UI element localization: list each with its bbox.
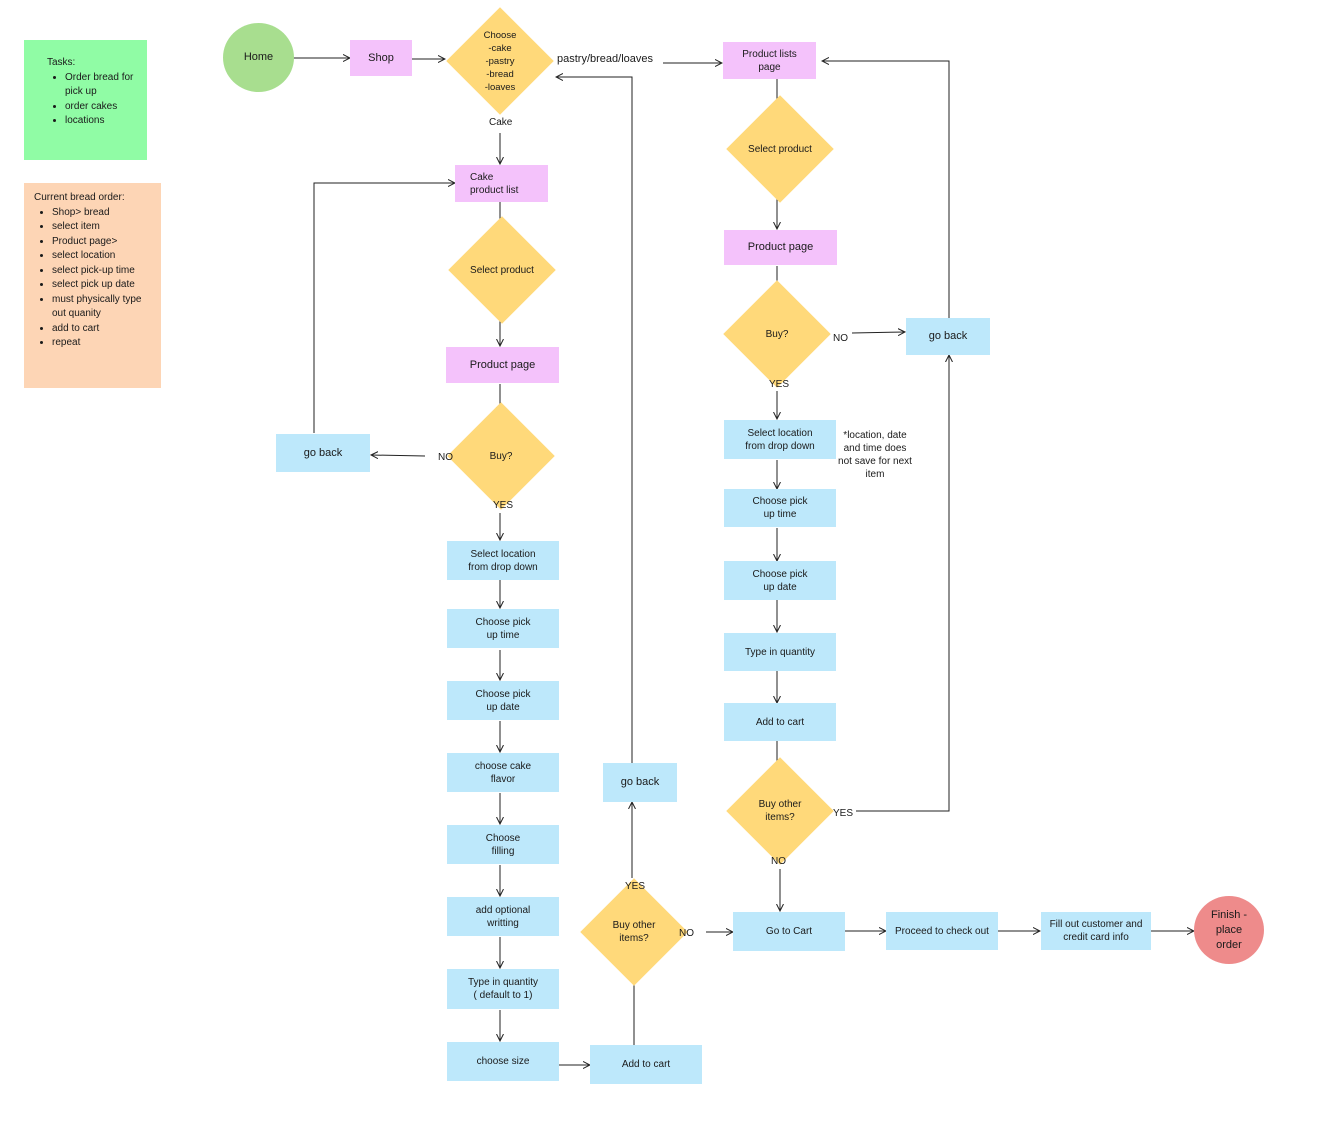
cake-writing-node: add optional writting [447, 897, 559, 936]
bread-add-to-cart-node: Add to cart [724, 703, 836, 741]
current-item: select location [52, 249, 151, 264]
cake-product-list-node: Cake product list [455, 165, 548, 202]
cake-buy-other-decision: Buy other items? [579, 877, 689, 987]
edge-breadgoback-list [822, 61, 950, 318]
cake-go-back-node: go back [276, 434, 370, 472]
current-item: Shop> bread [52, 206, 151, 221]
current-note-title: Current bread order: [34, 192, 125, 203]
tasks-list: Order bread for pick up order cakes loca… [47, 71, 137, 129]
finish-node-label: Finish - place order [1210, 908, 1248, 951]
cake-product-page-node: Product page [446, 347, 559, 383]
current-item: must physically type out quanity [52, 293, 151, 322]
cake-add-to-cart-node: Add to cart [590, 1045, 702, 1084]
edge-midgoback-choose [556, 77, 633, 763]
finish-node: Finish - place order [1194, 896, 1264, 964]
go-to-cart-node: Go to Cart [733, 912, 845, 951]
bread-select-location-node: Select location from drop down [724, 420, 836, 459]
tasks-item: locations [65, 114, 137, 129]
edge-bother-yes [856, 355, 949, 812]
current-item: Product page> [52, 235, 151, 250]
current-item: select pick up date [52, 278, 151, 293]
cake-other-yes-label: YES [625, 881, 646, 892]
current-item: select pick-up time [52, 264, 151, 279]
bread-product-page-node: Product page [724, 230, 837, 265]
home-node-label: Home [243, 51, 274, 63]
current-list: Shop> bread select item Product page> se… [34, 206, 151, 351]
bread-buy-no-label: NO [833, 333, 848, 344]
tasks-item: order cakes [65, 100, 137, 115]
cake-filling-node: Choose filling [447, 825, 559, 864]
bread-other-yes-label: YES [833, 808, 854, 819]
proceed-checkout-node: Proceed to check out [886, 912, 998, 950]
tasks-note: Tasks: Order bread for pick up order cak… [24, 40, 147, 160]
pastry-bread-loaves-label: pastry/bread/loaves [557, 53, 653, 65]
bread-product-lists-node: Product lists page [723, 42, 816, 79]
cake-size-node: choose size [447, 1042, 559, 1081]
footnote-label: *location, date and time does not save f… [838, 430, 912, 480]
bread-select-product-decision: Select product [725, 94, 835, 204]
cake-buy-decision: Buy? [446, 401, 556, 511]
shop-node: Shop [350, 40, 412, 76]
bread-pickup-date-node: Choose pick up date [724, 561, 836, 600]
cake-select-location-node: Select location from drop down [447, 541, 559, 580]
cake-pickup-time-node: Choose pick up time [447, 609, 559, 648]
tasks-item: Order bread for pick up [65, 71, 137, 100]
current-item: add to cart [52, 322, 151, 337]
bread-quantity-node: Type in quantity [724, 633, 836, 671]
bread-buy-yes-label: YES [769, 379, 790, 390]
edge-cakebuy-no [371, 455, 426, 456]
bread-buy-other-decision: Buy other items? [725, 756, 835, 866]
edge-cakegoback-list [313, 183, 455, 433]
choose-decision: Choose -cake -pastry -bread -loaves [445, 7, 555, 115]
cake-pickup-date-node: Choose pick up date [447, 681, 559, 720]
cake-buy-no-label: NO [438, 452, 453, 463]
current-order-note: Current bread order: Shop> bread select … [24, 183, 161, 388]
cake-other-no-label: NO [679, 928, 694, 939]
mid-go-back-node: go back [603, 763, 677, 802]
cake-branch-label: Cake [489, 117, 513, 128]
fill-out-info-node: Fill out customer and credit card info [1041, 912, 1151, 950]
bread-buy-decision: Buy? [722, 279, 832, 389]
bread-pickup-time-node: Choose pick up time [724, 489, 836, 527]
current-item: select item [52, 220, 151, 235]
bread-other-no-label: NO [771, 856, 786, 867]
current-item: repeat [52, 336, 151, 351]
tasks-note-title: Tasks: [47, 57, 76, 68]
cake-buy-yes-label: YES [493, 500, 514, 511]
cake-select-product-decision: Select product [447, 215, 557, 325]
edge-breadbuy-no [851, 332, 905, 333]
cake-quantity-node: Type in quantity ( default to 1) [447, 969, 559, 1009]
home-node: Home [223, 23, 294, 92]
bread-go-back-node: go back [906, 318, 990, 355]
cake-flavor-node: choose cake flavor [447, 753, 559, 792]
